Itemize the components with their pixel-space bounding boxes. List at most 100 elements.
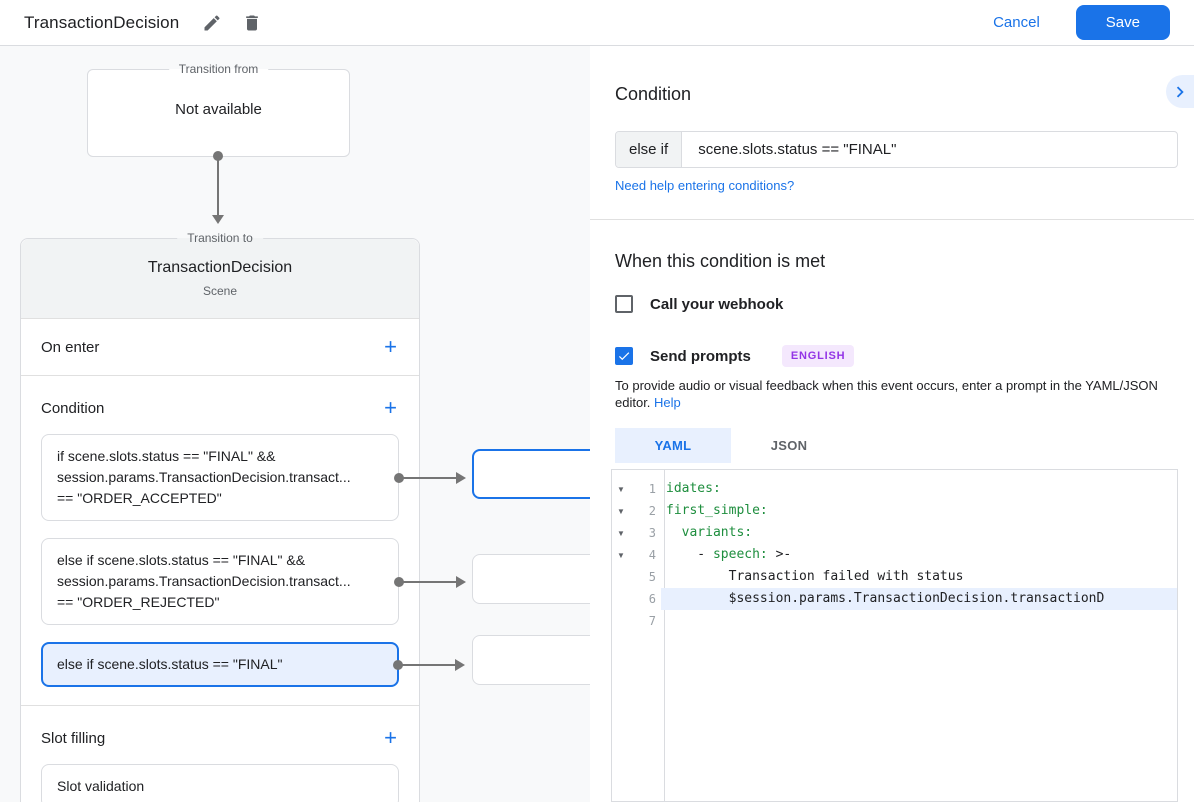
slot-validation-card[interactable]: Slot validation xyxy=(41,764,399,802)
send-prompts-row[interactable]: Send prompts ENGLISH xyxy=(615,345,855,367)
panel-title: Condition xyxy=(615,84,692,104)
condition-cards: if scene.slots.status == "FINAL" && sessi… xyxy=(41,434,466,687)
prompt-description: To provide audio or visual feedback when… xyxy=(615,377,1177,411)
transition-to-card: Transition to TransactionDecision Scene … xyxy=(20,231,466,802)
line-number: 7 xyxy=(648,614,656,628)
connector-line xyxy=(397,663,459,666)
tab-yaml[interactable]: YAML xyxy=(615,428,731,463)
plain-token: Transaction failed with status xyxy=(666,569,964,584)
yaml-key-token: idates: xyxy=(666,481,721,496)
editor-line[interactable]: ▼ 3 variants: xyxy=(612,522,1177,544)
arrow-down-icon xyxy=(212,215,224,224)
condition-card[interactable]: if scene.slots.status == "FINAL" && sessi… xyxy=(41,434,466,521)
editor-line[interactable]: 6 $session.params.TransactionDecision.tr… xyxy=(612,588,1177,610)
save-button[interactable]: Save xyxy=(1075,5,1170,40)
delete-scene-button[interactable] xyxy=(241,12,263,34)
code-text: - speech: >- xyxy=(661,544,1177,566)
condition-section: Condition + if scene.slots.status == "FI… xyxy=(21,376,466,706)
fold-arrow-icon[interactable]: ▼ xyxy=(617,550,625,560)
yaml-key-token: speech: xyxy=(712,547,768,562)
send-prompts-checkbox[interactable] xyxy=(615,347,633,365)
condition-section-label: Condition xyxy=(41,399,105,417)
plain-token: >- xyxy=(767,547,792,562)
collapse-panel-button[interactable] xyxy=(1166,75,1194,108)
line-number: 5 xyxy=(648,570,656,584)
code-text: $session.params.TransactionDecision.tran… xyxy=(661,588,1177,610)
fold-arrow-icon[interactable]: ▼ xyxy=(617,506,625,516)
page-title: TransactionDecision xyxy=(24,12,180,32)
condition-card-line: session.params.TransactionDecision.trans… xyxy=(57,469,351,485)
transition-from-label: Transition from xyxy=(168,62,269,76)
condition-card[interactable]: else if scene.slots.status == "FINAL" &&… xyxy=(41,538,466,625)
connector-line xyxy=(398,476,460,479)
slot-filling-label: Slot filling xyxy=(41,729,106,747)
trash-icon xyxy=(246,15,259,30)
code-text xyxy=(661,610,1177,632)
top-bar: TransactionDecision Cancel Save xyxy=(0,0,1194,46)
condition-expression-input[interactable] xyxy=(682,132,1177,167)
yaml-key-token: first_simple: xyxy=(666,503,768,518)
call-webhook-row[interactable]: Call your webhook xyxy=(615,295,783,313)
code-text: first_simple: xyxy=(661,500,1177,522)
webhook-label: Call your webhook xyxy=(650,295,784,313)
cancel-button[interactable]: Cancel xyxy=(993,14,1040,31)
editor-line[interactable]: ▼ 2 first_simple: xyxy=(612,500,1177,522)
add-on-enter-button[interactable]: + xyxy=(384,334,397,359)
language-badge: ENGLISH xyxy=(781,345,855,367)
transition-from-value: Not available xyxy=(175,100,262,118)
connector-dot xyxy=(213,151,223,161)
pencil-icon xyxy=(204,14,220,30)
connector-line xyxy=(398,580,460,583)
transition-from-box[interactable]: Transition from Not available xyxy=(87,62,350,157)
main-content: Transition from Not available Transition… xyxy=(0,46,1194,802)
line-number: 2 xyxy=(648,504,656,518)
condition-help-link[interactable]: Need help entering conditions? xyxy=(615,178,795,193)
line-number: 3 xyxy=(648,526,656,540)
transition-target-box[interactable] xyxy=(472,449,590,499)
condition-card[interactable]: else if scene.slots.status == "FINAL" xyxy=(41,642,465,687)
transition-target-box[interactable] xyxy=(472,635,590,685)
condition-card-line: else if scene.slots.status == "FINAL" && xyxy=(57,552,306,568)
connector-line xyxy=(217,158,219,216)
transition-target-box[interactable] xyxy=(472,554,590,604)
chevron-right-icon xyxy=(1176,86,1184,97)
condition-card-line: else if scene.slots.status == "FINAL" xyxy=(57,656,283,672)
condition-editor-panel: Condition else if Need help entering con… xyxy=(590,46,1194,802)
slot-filling-section: Slot filling + Slot validation xyxy=(21,706,419,802)
code-text: variants: xyxy=(661,522,1177,544)
webhook-checkbox[interactable] xyxy=(615,295,633,313)
arrow-right-icon xyxy=(455,658,465,671)
condition-card-line: session.params.TransactionDecision.trans… xyxy=(57,573,351,589)
arrow-right-icon xyxy=(456,471,466,484)
add-condition-button[interactable]: + xyxy=(384,395,397,420)
add-slot-button[interactable]: + xyxy=(384,725,397,750)
condition-card-line: if scene.slots.status == "FINAL" && xyxy=(57,448,276,464)
editor-line[interactable]: 7 xyxy=(612,610,1177,632)
scene-diagram-canvas: Transition from Not available Transition… xyxy=(0,46,590,802)
line-number: 4 xyxy=(648,548,656,562)
fold-arrow-icon[interactable]: ▼ xyxy=(617,528,625,538)
editor-gutter xyxy=(612,470,665,801)
condition-card-line: == "ORDER_REJECTED" xyxy=(57,594,220,610)
check-icon xyxy=(618,352,630,361)
edit-title-button[interactable] xyxy=(201,12,223,34)
editor-line[interactable]: ▼ 4 - speech: >- xyxy=(612,544,1177,566)
scene-title: TransactionDecision xyxy=(147,259,293,276)
scene-card-header[interactable]: TransactionDecision Scene xyxy=(21,239,419,319)
prompt-description-text: To provide audio or visual feedback when… xyxy=(615,378,1158,410)
plain-token: $session.params.TransactionDecision.tran… xyxy=(666,591,1105,606)
condition-card-line: == "ORDER_ACCEPTED" xyxy=(57,490,222,506)
send-prompts-label: Send prompts xyxy=(650,347,751,365)
line-number: 6 xyxy=(648,592,656,606)
tab-json[interactable]: JSON xyxy=(770,438,808,453)
on-enter-label: On enter xyxy=(41,338,100,356)
transition-to-label: Transition to xyxy=(177,231,263,245)
divider xyxy=(590,219,1194,220)
fold-arrow-icon[interactable]: ▼ xyxy=(617,484,625,494)
scene-subtitle: Scene xyxy=(202,284,238,298)
editor-line[interactable]: 5 Transaction failed with status xyxy=(612,566,1177,588)
help-link[interactable]: Help xyxy=(654,395,681,410)
